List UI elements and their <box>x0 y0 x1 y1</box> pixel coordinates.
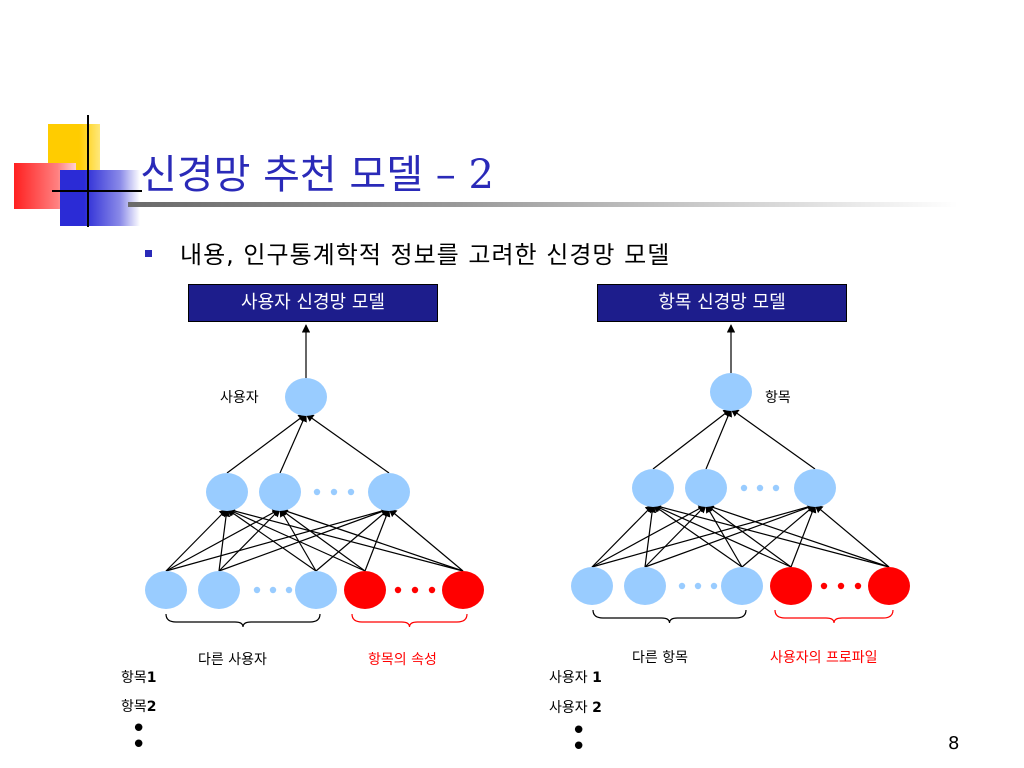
input-edge <box>591 502 816 568</box>
item-list-entry: 항목2 <box>121 699 157 715</box>
item-attributes-label: 항목의 속성 <box>368 652 437 668</box>
input-edge <box>644 503 816 568</box>
input-edge <box>279 508 366 572</box>
logo-vertical-line <box>87 115 89 227</box>
hidden-ellipsis-dot <box>772 484 780 492</box>
ellipsis-dot: • <box>571 716 587 746</box>
attribute-group-brace <box>351 613 468 628</box>
hidden-node <box>794 469 836 507</box>
attribute-node <box>770 567 812 605</box>
user-output-label: 사용자 <box>220 390 259 406</box>
hidden-node <box>632 469 674 507</box>
hidden-node <box>259 473 301 511</box>
hidden-edge <box>279 413 307 474</box>
input-edge <box>814 504 890 568</box>
ellipsis-dot: • <box>571 732 587 762</box>
hidden-ellipsis-dot <box>740 484 748 492</box>
input-ellipsis-dot <box>269 586 277 594</box>
slide-title: 신경망 추천 모델 – 2 <box>140 152 494 198</box>
user-profile-label: 사용자의 프로파일 <box>770 650 878 666</box>
input-node <box>198 571 240 609</box>
input-edge <box>705 504 743 568</box>
attribute-ellipsis-dot <box>820 582 828 590</box>
input-edge <box>705 503 890 568</box>
input-edge <box>279 507 464 572</box>
input-edge <box>218 507 390 572</box>
attribute-ellipsis-dot <box>394 586 402 594</box>
input-edge <box>652 504 792 568</box>
input-edge <box>388 508 464 572</box>
input-edge <box>364 508 391 572</box>
user-list-entry: 사용자 1 <box>549 670 602 686</box>
user-list-entry: 사용자 2 <box>549 700 602 716</box>
page-number: 8 <box>948 733 960 754</box>
input-node <box>721 567 763 605</box>
input-edge <box>315 508 390 572</box>
user-model-title-box: 사용자 신경망 모델 <box>188 284 438 322</box>
input-edge <box>790 504 817 568</box>
logo-blue-square <box>60 170 140 226</box>
input-edge <box>591 504 654 568</box>
output-node <box>285 378 327 416</box>
input-node <box>571 567 613 605</box>
input-ellipsis-dot <box>694 582 702 590</box>
input-ellipsis-dot <box>710 582 718 590</box>
hidden-edge <box>226 413 307 474</box>
input-ellipsis-dot <box>285 586 293 594</box>
input-edge <box>279 508 317 572</box>
attribute-node <box>344 571 386 609</box>
attribute-ellipsis-dot <box>854 582 862 590</box>
input-edge <box>218 508 231 572</box>
title-underline <box>128 202 958 207</box>
ellipsis-dot: • <box>131 714 147 744</box>
input-edge <box>705 504 792 568</box>
input-edge <box>644 504 657 568</box>
input-edge <box>652 502 890 568</box>
hidden-edge <box>730 408 816 470</box>
input-edge <box>652 504 743 568</box>
hidden-edge <box>705 408 732 470</box>
hidden-node <box>206 473 248 511</box>
hidden-ellipsis-dot <box>756 484 764 492</box>
item-output-label: 항목 <box>765 390 791 406</box>
input-edge <box>226 506 464 572</box>
other-users-label: 다른 사용자 <box>198 652 267 668</box>
attribute-ellipsis-dot <box>428 586 436 594</box>
attribute-ellipsis-dot <box>837 582 845 590</box>
input-edge <box>165 506 390 572</box>
bullet-square-icon <box>145 250 152 257</box>
hidden-edge <box>652 408 732 470</box>
other-group-brace <box>165 613 321 628</box>
attribute-node <box>868 567 910 605</box>
ellipsis-dot: • <box>131 730 147 760</box>
hidden-ellipsis-dot <box>347 488 355 496</box>
attribute-group-brace <box>774 609 894 624</box>
input-edge <box>165 508 228 572</box>
item-model-title-box: 항목 신경망 모델 <box>597 284 847 322</box>
input-edge <box>644 504 707 568</box>
input-node <box>295 571 337 609</box>
output-node <box>710 373 752 411</box>
attribute-node <box>442 571 484 609</box>
input-node <box>145 571 187 609</box>
input-ellipsis-dot <box>253 586 261 594</box>
bullet-text: 내용, 인구통계학적 정보를 고려한 신경망 모델 <box>180 241 671 269</box>
other-group-brace <box>592 609 747 624</box>
attribute-ellipsis-dot <box>411 586 419 594</box>
hidden-ellipsis-dot <box>330 488 338 496</box>
hidden-ellipsis-dot <box>313 488 321 496</box>
input-ellipsis-dot <box>678 582 686 590</box>
logo-horizontal-line <box>52 190 142 192</box>
input-edge <box>218 508 281 572</box>
input-node <box>624 567 666 605</box>
input-edge <box>226 508 366 572</box>
hidden-node <box>368 473 410 511</box>
other-items-label: 다른 항목 <box>632 650 688 666</box>
input-edge <box>226 508 317 572</box>
item-list-entry: 항목1 <box>121 670 157 686</box>
hidden-node <box>685 469 727 507</box>
hidden-edge <box>305 413 390 474</box>
input-edge <box>741 504 816 568</box>
